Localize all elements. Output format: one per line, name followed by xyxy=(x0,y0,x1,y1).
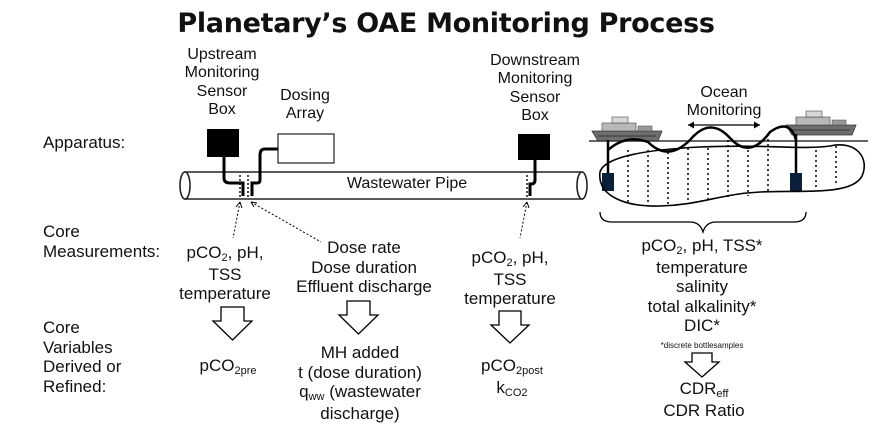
upstream-measurements: pCO2, pH, TSS temperature xyxy=(179,243,271,304)
row-label-core-measurements: Core Measurements: xyxy=(43,222,161,261)
ship-icon-right xyxy=(785,110,857,136)
ocean-monitoring-artwork xyxy=(589,110,868,235)
upstream-sensor-box xyxy=(207,129,239,157)
down-arrow-upstream xyxy=(211,306,254,341)
left-mooring-sensor xyxy=(602,173,614,191)
upstream-sensor-label: Upstream Monitoring Sensor Box xyxy=(184,46,260,119)
downstream-pointer xyxy=(519,201,528,239)
dosing-variables: MH added t (dose duration) qww (wastewat… xyxy=(298,343,422,423)
row-label-core-variables: Core Variables Derived or Refined: xyxy=(43,318,122,396)
downstream-measurements: pCO2, pH, TSS temperature xyxy=(464,248,556,309)
row-label-apparatus: Apparatus: xyxy=(43,133,126,152)
dosing-pointer xyxy=(250,201,322,243)
downstream-variables: pCO2post kCO2 xyxy=(481,356,543,399)
upstream-pointer xyxy=(232,201,241,239)
monitoring-cable-arcs xyxy=(607,125,798,153)
sampling-profiles xyxy=(627,134,837,206)
ocean-variables: CDReff CDR Ratio xyxy=(663,379,745,420)
effluent-plume xyxy=(599,144,865,207)
downstream-sensor-cable xyxy=(528,160,537,196)
downstream-pointer-arrowhead xyxy=(522,201,530,209)
downstream-sensor-label: Downstream Monitoring Sensor Box xyxy=(490,52,580,125)
down-arrow-downstream xyxy=(489,310,531,344)
dosing-array-cable xyxy=(250,147,278,196)
downstream-sensor-box xyxy=(518,134,550,160)
right-mooring-sensor xyxy=(790,173,802,192)
wastewater-pipe xyxy=(179,171,588,200)
down-arrow-dosing xyxy=(337,300,380,335)
ocean-footnote: *discrete bottlesamples xyxy=(660,341,744,350)
down-arrow-ocean xyxy=(683,352,721,378)
dosing-measurements: Dose rate Dose duration Effluent dischar… xyxy=(296,238,432,297)
upstream-pointer-arrowhead xyxy=(235,201,243,209)
ship-icon-left xyxy=(591,116,663,142)
dosing-array-label: Dosing Array xyxy=(280,87,330,123)
dosing-array-box xyxy=(277,133,335,164)
ocean-bracket xyxy=(599,211,807,235)
pipe-label: Wastewater Pipe xyxy=(346,175,468,192)
ocean-measurements: pCO2, pH, TSS* temperature salinity tota… xyxy=(641,236,763,336)
upstream-variables: pCO2pre xyxy=(199,356,257,377)
upstream-sensor-cable xyxy=(222,157,245,196)
ocean-monitoring-label: Ocean Monitoring xyxy=(686,84,762,120)
page-title: Planetary’s OAE Monitoring Process xyxy=(177,8,715,39)
dosing-pointer-arrowhead xyxy=(250,201,258,208)
